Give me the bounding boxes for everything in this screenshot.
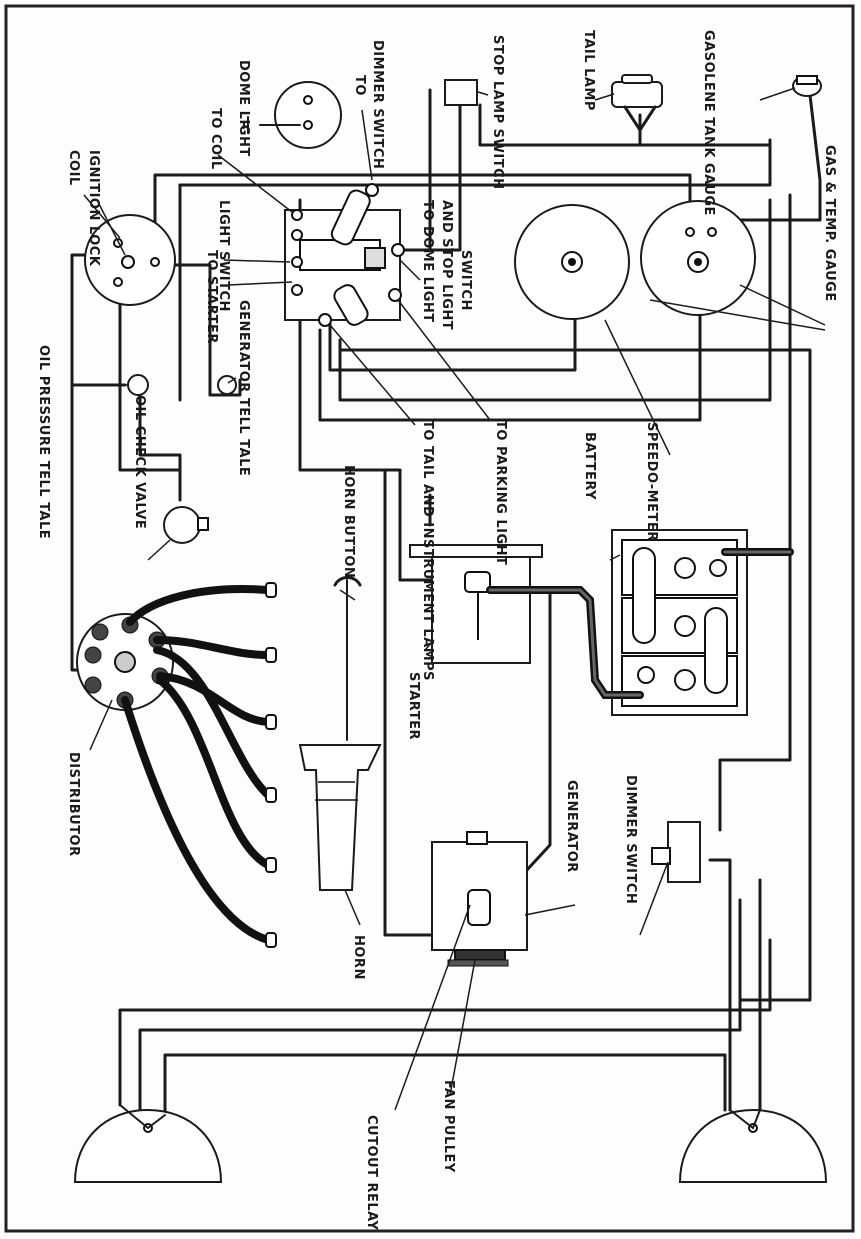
label-gas-temp-gauge: GAS & TEMP. GAUGE [822,145,837,302]
label-oil-pressure-tell-tale: OIL PRESSURE TELL TALE [36,345,51,539]
label-dome-light: DOME LIGHT [236,60,251,157]
label-to: TO [352,75,367,96]
leader-lines [78,87,826,1111]
starter [409,544,543,664]
label-tail-lamp: TAIL LAMP [581,30,596,111]
label-distributor: DISTRIBUTOR [66,752,81,857]
labels: COIL IGNITION LOCK TO COIL DOME LIGHT TO… [36,30,837,1230]
label-fan-pulley: FAN PULLEY [441,1080,456,1173]
label-generator: GENERATOR [564,780,579,873]
label-to-coil: TO COIL [208,108,223,170]
label-oil-check-valve: OIL CHECK VALVE [132,395,147,529]
speedometer [514,204,630,320]
label-gasolene-tank-gauge: GASOLENE TANK GAUGE [701,30,716,216]
label-dimmer-switch-top: DIMMER SWITCH [370,40,385,169]
tail-lamp [611,74,663,132]
label-dimmer-switch-bottom: DIMMER SWITCH [623,775,638,904]
oil-pressure-tell-tale [127,374,149,396]
generator [431,831,528,967]
stop-lamp-switch [444,79,478,106]
label-cutout-relay: CUTOUT RELAY [364,1115,379,1230]
frame-border [4,4,855,1233]
label-switch: SWITCH [458,250,473,311]
headlamp-left [73,1104,223,1183]
label-generator-tell-tale: GENERATOR TELL TALE [236,300,251,476]
dimmer-switch-lower [651,821,701,883]
dome-light [243,81,342,149]
label-to-parking-light: TO PARKING LIGHT [493,420,508,565]
horn [298,744,382,891]
battery [486,529,794,716]
label-to-dome-light: TO DOME LIGHT [420,200,435,323]
oil-check-valve [163,506,209,544]
coil [84,214,176,306]
label-horn: HORN [351,935,366,980]
label-ignition-lock: IGNITION LOCK [86,150,101,267]
headlamp-right [678,1108,828,1183]
label-and-stop-light: AND STOP LIGHT [439,200,454,330]
label-horn-button: HORN BUTTON [341,465,356,578]
light-switch [284,183,405,327]
generator-tell-tale [217,375,237,395]
label-light-switch: LIGHT SWITCH [216,200,231,312]
label-coil: COIL [66,150,81,186]
gas-temp-gauge [640,200,756,316]
label-battery: BATTERY [582,432,597,500]
distributor [76,582,277,948]
label-to-starter: TO STARTER [204,250,219,344]
gasolene-tank-gauge [792,75,822,97]
horn-button [333,576,362,741]
label-speedometer: SPEEDO-METER [644,422,659,542]
label-starter: STARTER [406,672,421,740]
label-to-tail-and-instrument-lamps: TO TAIL AND INSTRUMENT LAMPS [420,420,435,681]
label-stop-lamp-switch: STOP LAMP SWITCH [490,35,505,190]
